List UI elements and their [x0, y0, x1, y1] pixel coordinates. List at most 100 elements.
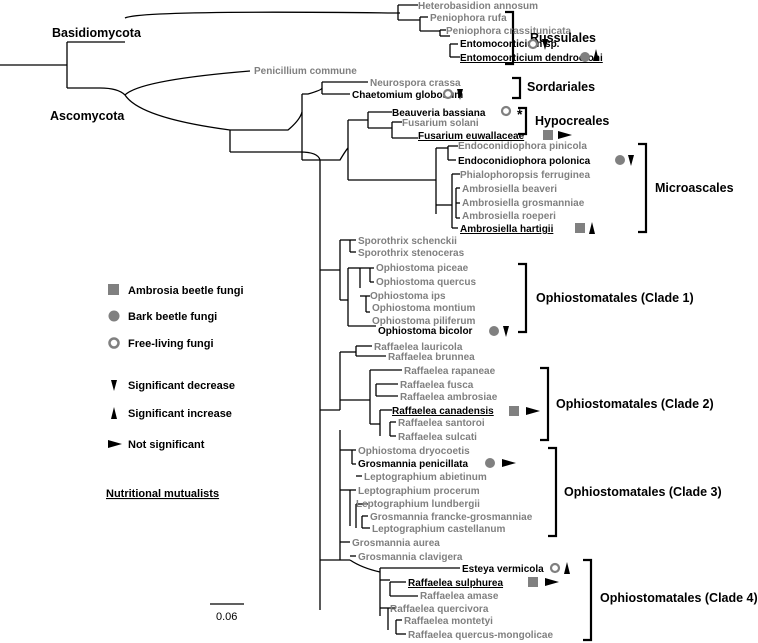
scale-label: 0.06 — [216, 611, 237, 623]
legend-free-icon — [108, 337, 120, 349]
legend-increase-icon — [111, 407, 117, 419]
taxon-label: Leptographium procerum — [358, 486, 480, 497]
decrease-marker — [457, 89, 463, 100]
group-label: Ophiostomatales (Clade 2) — [556, 397, 714, 411]
taxon-label: Raffaelea quercivora — [390, 604, 489, 615]
group-label: Ophiostomatales (Clade 3) — [564, 485, 722, 499]
legend-bark-icon — [108, 310, 120, 322]
taxon-label: Neurospora crassa — [370, 78, 461, 89]
free-living-marker — [549, 562, 561, 574]
taxon-label: Endoconidiophora pinicola — [458, 141, 587, 152]
taxon-label: Fusarium euwallaceae — [418, 131, 525, 142]
legend-mutualists-label: Nutritional mutualists — [106, 488, 219, 500]
taxon-label: Leptographium lundbergii — [356, 499, 480, 510]
decrease-marker — [628, 155, 634, 166]
taxon-label: Raffaelea lauricola — [374, 342, 463, 353]
group-label: Hypocreales — [535, 114, 609, 128]
legend-ns-label: Not significant — [128, 439, 205, 451]
group-label: Ophiostomatales (Clade 1) — [536, 291, 694, 305]
group-label: Ophiostomatales (Clade 4) — [600, 591, 758, 605]
not-significant-marker — [545, 578, 559, 586]
taxon-label: Raffaelea ambrosiae — [400, 392, 498, 403]
taxon-label: Sporothrix stenoceras — [358, 248, 465, 259]
bark-beetle-marker — [485, 458, 495, 468]
taxon-label: Leptographium castellanum — [372, 524, 505, 535]
legend-ambrosia-icon — [108, 284, 119, 295]
taxon-label: Entomocorticium dendroctoni — [460, 53, 603, 64]
taxon-label: Sporothrix schenckii — [358, 236, 457, 247]
legend-decrease-icon — [111, 380, 117, 391]
legend-decrease-label: Significant decrease — [128, 380, 235, 392]
taxon-label: Ambrosiella grosmanniae — [462, 198, 585, 209]
legend-ns-icon — [108, 440, 122, 448]
ambrosia-beetle-marker — [528, 577, 538, 587]
legend-free-label: Free-living fungi — [128, 338, 214, 350]
taxon-label: Raffaelea canadensis — [392, 406, 494, 417]
group-brackets — [505, 10, 648, 642]
group-label: Sordariales — [527, 80, 595, 94]
taxon-label: Raffaelea brunnea — [388, 352, 475, 363]
ambrosia-beetle-marker — [543, 130, 553, 140]
taxon-label: Ambrosiella hartigii — [460, 224, 554, 235]
taxon-label: Raffaelea santoroi — [398, 418, 485, 429]
increase-marker — [593, 49, 599, 61]
taxon-label: Peniophora crassitunicata — [446, 26, 571, 37]
bark-beetle-marker — [580, 52, 590, 62]
taxon-label: Heterobasidion annosum — [418, 1, 538, 12]
taxon-label: Raffaelea sulcati — [398, 432, 477, 443]
legend-increase-label: Significant increase — [128, 408, 232, 420]
taxon-label: Raffaelea rapaneae — [404, 366, 496, 377]
taxon-label: Ophiostoma ips — [370, 291, 446, 302]
taxon-label: Grosmannia francke-grosmanniae — [370, 512, 533, 523]
taxon-label: Raffaelea quercus-mongolicae — [408, 630, 553, 641]
taxon-label: Ophiostoma quercus — [376, 277, 476, 288]
taxon-label: Phialophoropsis ferruginea — [460, 170, 590, 181]
taxon-label: Ophiostoma dryocoetis — [358, 446, 470, 457]
not-significant-marker — [558, 131, 572, 139]
taxon-label: Esteya vermicola — [462, 564, 544, 575]
taxon-label: Raffaelea sulphurea — [408, 578, 503, 589]
taxon-label: Ophiostoma piliferum — [372, 316, 475, 327]
taxon-label: Chaetomium globosum — [352, 90, 463, 101]
group-label: Microascales — [655, 181, 734, 195]
free-living-marker — [527, 38, 539, 50]
taxon-label: Endoconidiophora polonica — [458, 156, 591, 167]
label-ascomycota: Ascomycota — [50, 109, 125, 123]
group-label: Russulales — [530, 31, 596, 45]
bark-beetle-marker — [615, 155, 625, 165]
increase-marker — [564, 562, 570, 574]
taxa-labels: Heterobasidion annosum Peniophora rufa P… — [254, 1, 603, 641]
taxon-label: Raffaelea montetyi — [404, 616, 493, 627]
tree-branches — [0, 4, 460, 635]
bark-beetle-marker — [489, 326, 499, 336]
ambrosia-beetle-marker — [509, 406, 519, 416]
taxon-label: Fusarium solani — [402, 118, 479, 129]
label-basidiomycota: Basidiomycota — [52, 26, 142, 40]
taxon-label: Ambrosiella roeperi — [462, 211, 556, 222]
group-labels: Russulales Sordariales Hypocreales Micro… — [527, 31, 758, 605]
not-significant-marker — [502, 459, 516, 467]
taxon-label: Ophiostoma bicolor — [378, 326, 473, 337]
legend: Ambrosia beetle fungi Bark beetle fungi … — [106, 284, 244, 500]
taxon-label: Grosmannia penicillata — [358, 459, 468, 470]
legend-ambrosia-label: Ambrosia beetle fungi — [128, 285, 244, 297]
taxon-label: Raffaelea amase — [420, 591, 499, 602]
taxon-label: Ophiostoma piceae — [376, 263, 469, 274]
taxon-label: Peniophora rufa — [430, 13, 507, 24]
ambrosia-beetle-marker — [575, 223, 585, 233]
asterisk-annotation: * — [517, 106, 523, 122]
free-living-marker — [500, 105, 512, 117]
taxon-label: Beauveria bassiana — [392, 108, 486, 119]
taxon-label: Raffaelea fusca — [400, 380, 474, 391]
taxon-label: Ophiostoma montium — [372, 303, 475, 314]
free-living-marker — [442, 88, 454, 100]
increase-marker — [589, 222, 595, 234]
not-significant-marker — [526, 407, 540, 415]
taxon-label: Penicillium commune — [254, 66, 357, 77]
taxon-label: Entomocorticium sp. — [460, 39, 560, 50]
legend-bark-label: Bark beetle fungi — [128, 311, 217, 323]
taxon-label: Grosmannia aurea — [352, 538, 440, 549]
taxon-label: Grosmannia clavigera — [358, 552, 463, 563]
taxon-markers: * — [442, 38, 634, 587]
taxon-label: Ambrosiella beaveri — [462, 184, 557, 195]
